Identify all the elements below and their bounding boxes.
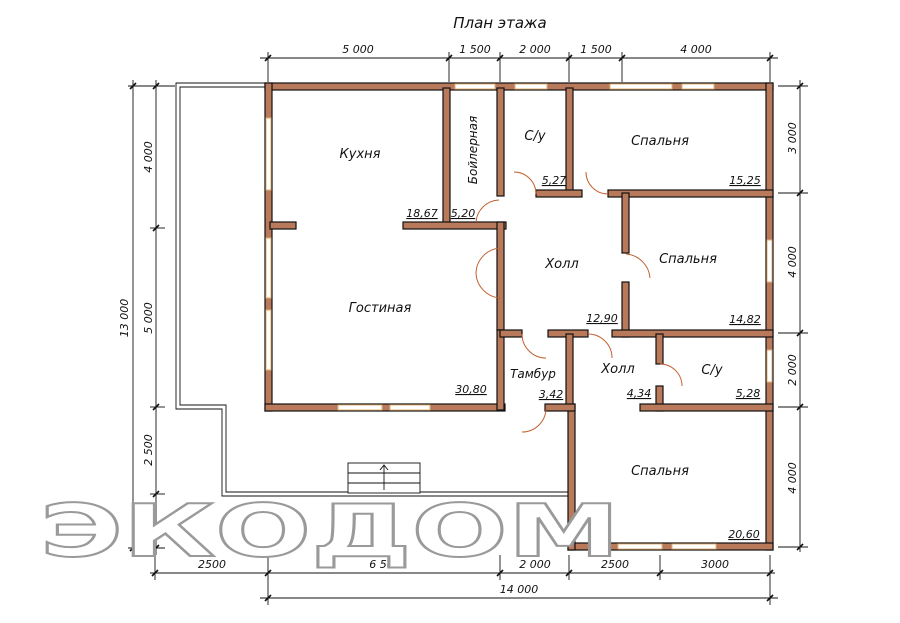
room-area-boiler: 5,20 [451, 207, 476, 220]
room-name-living: Гостиная [349, 301, 412, 316]
dim-bottom-total: 14 000 [500, 583, 539, 596]
dim-top-5: 4 000 [680, 43, 712, 56]
dim-right-3: 2 000 [786, 354, 799, 386]
dim-top-4: 1 500 [580, 43, 612, 56]
windows [265, 83, 773, 550]
room-area-bedroom-3: 20,60 [728, 528, 760, 541]
room-area-vestibule: 3,42 [539, 388, 564, 401]
plan-title: План этажа [453, 14, 547, 32]
room-name-kitchen: Кухня [340, 147, 381, 162]
room-name-hall-2: Холл [600, 362, 634, 377]
room-name-boiler: Бойлерная [466, 116, 480, 184]
dim-top-3: 2 000 [519, 43, 551, 56]
doors [475, 171, 683, 433]
room-name-bedroom-3: Спальня [631, 464, 689, 479]
dim-bottom-5: 3000 [701, 558, 729, 571]
room-name-hall-1: Холл [544, 257, 578, 272]
dim-left-4: 1 500 [142, 505, 155, 537]
room-name-vestibule: Тамбур [510, 367, 556, 381]
room-area-wc1: 5,27 [542, 174, 567, 187]
room-area-living: 30,80 [455, 383, 487, 396]
dim-bottom-1: 2500 [198, 558, 226, 571]
dimension-left: 13 000 4 000 5 000 2 500 1 500 [118, 80, 175, 555]
room-name-wc2: С/у [701, 363, 722, 378]
dim-top-2: 1 500 [459, 43, 491, 56]
dim-right-4: 4 000 [786, 462, 799, 494]
dim-top-1: 5 000 [342, 43, 374, 56]
dim-right-2: 4 000 [786, 246, 799, 278]
entrance-stairs [347, 462, 421, 494]
room-area-bedroom-2: 14,82 [729, 313, 761, 326]
terrace-outline [175, 82, 572, 497]
room-name-bedroom-1: Спальня [631, 134, 689, 149]
dim-left-total: 13 000 [118, 299, 131, 338]
room-area-bedroom-1: 15,25 [729, 174, 761, 187]
room-area-kitchen: 18,67 [406, 207, 438, 220]
dimension-bottom: 2500 6 500 2 000 2500 3000 14 000 [150, 555, 778, 605]
room-name-bedroom-2: Спальня [659, 252, 717, 267]
dim-left-1: 4 000 [142, 141, 155, 173]
room-area-hall-1: 12,90 [586, 312, 618, 325]
watermark-logo: ЭКОДОМ [40, 489, 620, 573]
room-area-wc2: 5,28 [736, 387, 761, 400]
dim-bottom-3: 2 000 [519, 558, 551, 571]
dim-left-2: 5 000 [142, 302, 155, 334]
dimension-top: 5 000 1 500 2 000 1 500 4 000 [260, 43, 778, 82]
room-labels: Кухня 18,67 Бойлерная 5,20 С/у 5,27 Спал… [340, 116, 761, 541]
room-name-wc1: С/у [524, 129, 545, 144]
room-area-hall-2: 4,34 [627, 387, 652, 400]
dim-left-3: 2 500 [142, 434, 155, 466]
dim-bottom-2: 6 500 [369, 558, 401, 571]
dimension-right: 3 000 4 000 2 000 4 000 [778, 80, 808, 552]
dim-right-1: 3 000 [786, 122, 799, 154]
dim-bottom-4: 2500 [601, 558, 629, 571]
